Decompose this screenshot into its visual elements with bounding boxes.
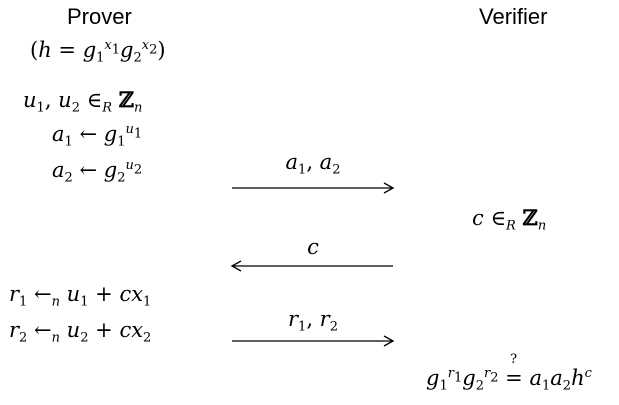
response-r1-step: r1 ←n u1 + cx1	[9, 282, 152, 310]
verifier-heading: Verifier	[479, 4, 548, 29]
arrow-to-verifier-commitments	[232, 182, 395, 194]
message-label-challenge: c	[307, 235, 319, 259]
arrow-to-prover-challenge	[230, 260, 393, 272]
commit-a2-step: a2 ← g2u2	[52, 158, 143, 186]
commit-a1-step: a1 ← g1u1	[52, 122, 143, 150]
arrow-to-verifier-responses	[232, 335, 395, 347]
prover-heading: Prover	[67, 4, 132, 29]
response-r2-step: r2 ←n u2 + cx2	[9, 318, 152, 346]
random-choice-step: u1, u2 ∈R ℤn	[23, 87, 143, 116]
public-key-statement: (h = g1x1g2x2)	[30, 38, 166, 66]
message-label-responses: r1, r2	[287, 307, 338, 335]
challenge-step: c ∈R ℤn	[472, 205, 547, 234]
verification-check: g1r1g2r2 ?= a1a2hc	[426, 352, 592, 394]
message-label-commitments: a1, a2	[285, 150, 341, 178]
